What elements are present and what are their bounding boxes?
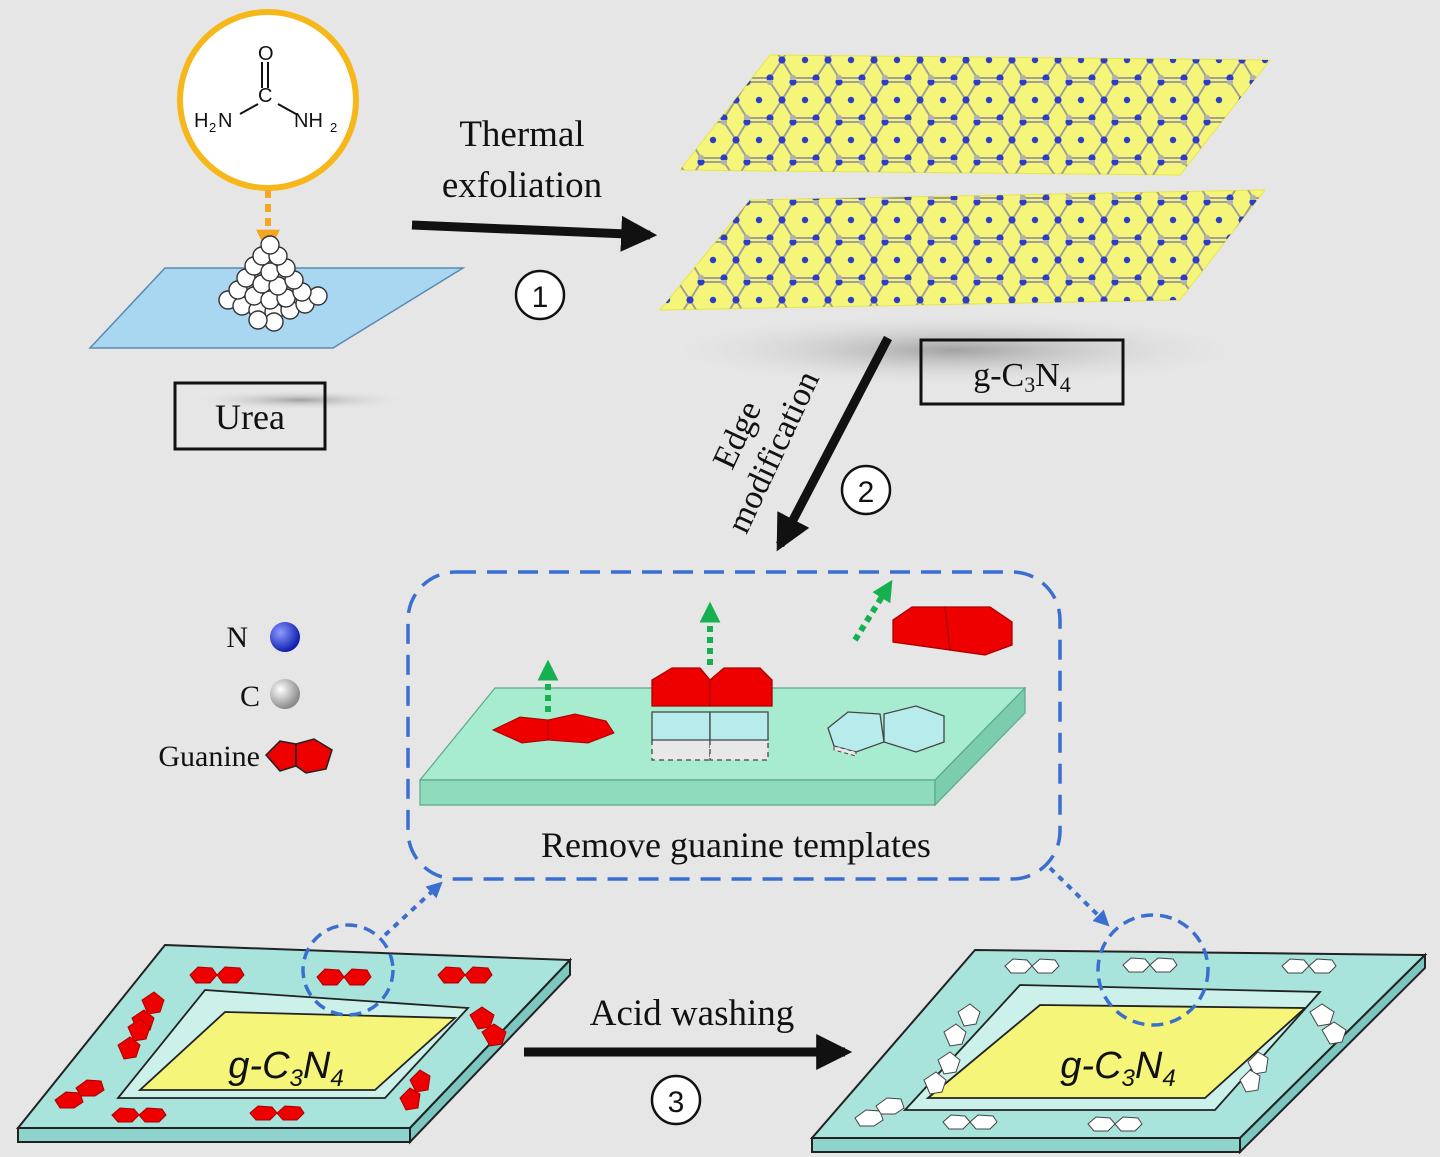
sheets-shadow: [655, 312, 1255, 388]
frame-right-with-cavities: [809, 948, 1428, 1155]
gcn-left-sub1: 3: [290, 1065, 304, 1092]
legend-guanine-label: Guanine: [158, 740, 260, 773]
gcn-right-prefix: g-C: [1060, 1045, 1122, 1087]
frame-left-with-guanine: [15, 943, 573, 1145]
step1-number-circle: [514, 269, 566, 321]
urea-molecule-circle: O C H 2 N NH 2: [177, 9, 359, 191]
step1-arrow: [411, 215, 658, 252]
gcn-left-sub2: 4: [330, 1065, 343, 1092]
gcn-top-prefix: g-C: [973, 357, 1024, 394]
frame-right-cavities: [854, 957, 1347, 1132]
urea-oxygen-label: O: [258, 43, 274, 65]
urea-left-n: N: [218, 110, 232, 132]
legend-nitrogen-sphere: [270, 622, 300, 652]
gcn-right-sub2: 4: [1162, 1065, 1175, 1092]
urea-right-sub: 2: [330, 120, 337, 135]
urea-sphere-pile: [218, 235, 328, 332]
gcn-top-label: g-C3N4: [973, 357, 1071, 397]
zoom-circle-left: [301, 923, 395, 1017]
legend-carbon-sphere: [270, 679, 300, 709]
blue-arrow-right: [1048, 866, 1110, 927]
urea-left-sub: 2: [209, 120, 216, 135]
empty-cavity-template: [827, 705, 945, 757]
blue-arrow-left: [383, 881, 443, 937]
frame-left-guanines: [54, 966, 507, 1123]
gcn-sheet-bottom: [658, 189, 1267, 311]
gcn-right-sub1: 3: [1122, 1065, 1136, 1092]
step2-number-circle: [840, 464, 892, 516]
urea-shadow: [190, 390, 410, 410]
zoom-circle-right: [1096, 913, 1210, 1027]
step3-label: Acid washing: [590, 993, 795, 1034]
legend-guanine-icon: [264, 738, 333, 774]
detail-box-caption: Remove guanine templates: [541, 825, 931, 865]
legend-n-label: N: [226, 621, 248, 654]
gcn-top-mid: N: [1035, 357, 1060, 394]
legend-c-label: C: [240, 680, 260, 713]
gcn-right-label: g-C3N4: [1060, 1045, 1175, 1092]
step2-number: 2: [858, 476, 875, 509]
urea-label-box: [173, 381, 327, 451]
released-guanine: [892, 606, 1013, 656]
gcn-left-label: g-C3N4: [228, 1045, 343, 1092]
gcn-top-sub1: 3: [1024, 372, 1035, 397]
gcn-left-prefix: g-C: [228, 1045, 290, 1087]
gcn-sheet-top: [678, 54, 1272, 176]
urea-right-nh: NH: [294, 110, 323, 132]
urea-label: Urea: [215, 397, 285, 437]
gcn-label-box: [919, 338, 1125, 406]
step1-number: 1: [532, 281, 549, 314]
gcn-left-mid: N: [303, 1045, 331, 1087]
step1-label-line2: exfoliation: [442, 165, 602, 206]
flat-guanine-leaving: [491, 713, 615, 744]
urea-left-h: H: [194, 110, 208, 132]
gcn-right-mid: N: [1135, 1045, 1163, 1087]
step3-number: 3: [668, 1086, 685, 1119]
step2-arrow: [776, 335, 892, 552]
step3-number-circle: [650, 1074, 702, 1126]
detail-dashed-box: [406, 570, 1062, 881]
step1-label-line1: Thermal: [459, 114, 584, 155]
green-arrow-3: [852, 579, 893, 642]
stacked-guanine-template: [651, 667, 773, 761]
urea-carbon-label: C: [258, 85, 272, 107]
gcn-top-sub2: 4: [1060, 372, 1071, 397]
